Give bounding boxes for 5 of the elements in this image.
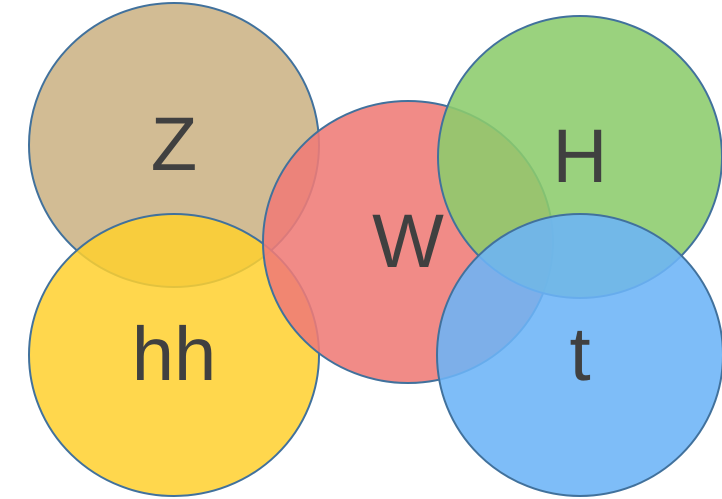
circle-label: hh [132,317,216,393]
circle-label: W [372,204,444,280]
circle-label: Z [150,107,198,183]
circle-label: H [552,119,608,195]
circle-label: t [569,317,591,393]
